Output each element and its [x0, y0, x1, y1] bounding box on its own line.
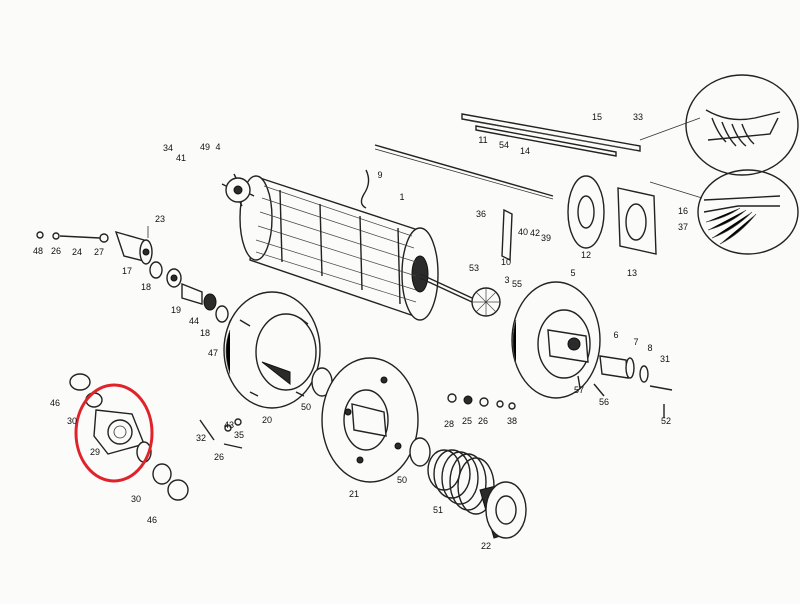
part-label-p11: 11 — [478, 135, 487, 145]
part-label-p13: 13 — [627, 268, 637, 278]
part-label-p40: 40 — [518, 227, 528, 237]
chain-plate-13 — [617, 187, 657, 255]
part-label-p41: 41 — [176, 153, 186, 163]
part-label-p23: 23 — [155, 214, 165, 224]
part-label-p44: 44 — [189, 316, 199, 326]
part-label-p16: 16 — [678, 206, 688, 216]
gear-small — [221, 173, 255, 207]
lower-bolts — [199, 418, 243, 449]
part-label-p19: 19 — [171, 305, 181, 315]
chain-plate-12 — [567, 175, 605, 249]
part-label-p38: 38 — [507, 416, 517, 426]
part-label-p56: 56 — [599, 397, 609, 407]
part-label-p10: 10 — [501, 257, 511, 267]
part-label-p53: 53 — [469, 263, 479, 273]
part-label-p35: 35 — [234, 430, 244, 440]
right-hardware — [577, 355, 673, 418]
part-label-p15: 15 — [592, 112, 602, 122]
part-label-p28: 28 — [444, 419, 454, 429]
part-label-p50a: 50 — [301, 402, 311, 412]
part-label-p57: 57 — [574, 385, 584, 395]
part-label-p29: 29 — [90, 447, 100, 457]
ring-50b — [409, 437, 431, 467]
part-label-p26a: 26 — [51, 246, 61, 256]
ring-46b — [167, 479, 189, 501]
part-label-p55: 55 — [512, 279, 522, 289]
part-label-p49: 49 — [200, 142, 210, 152]
detail-callout-top — [639, 74, 799, 176]
part-label-p12: 12 — [581, 250, 591, 260]
part-label-p26c: 26 — [214, 452, 224, 462]
ring-30a — [85, 392, 103, 408]
part-label-p27: 27 — [94, 247, 104, 257]
part-label-p6: 6 — [613, 330, 618, 340]
part-label-p30b: 30 — [131, 494, 141, 504]
spring-51 — [427, 449, 495, 515]
pulley-disc-5 — [511, 281, 601, 399]
part-label-p43: 43 — [224, 420, 234, 430]
part-label-p32: 32 — [196, 433, 206, 443]
highlight-circle — [74, 383, 154, 483]
part-label-p39: 39 — [541, 233, 551, 243]
part-label-p18a: 18 — [141, 282, 151, 292]
part-label-p21: 21 — [349, 489, 359, 499]
part-label-p50b: 50 — [397, 475, 407, 485]
part-label-p9: 9 — [377, 170, 382, 180]
part-label-p20: 20 — [262, 415, 272, 425]
flange-29 — [93, 409, 152, 463]
part-label-p37: 37 — [678, 222, 688, 232]
rack-10 — [501, 208, 513, 262]
part-label-p42: 42 — [530, 228, 540, 238]
part-label-p4: 4 — [215, 142, 220, 152]
part-label-p30a: 30 — [67, 416, 77, 426]
strip-14 — [475, 125, 617, 157]
part-label-p51: 51 — [433, 505, 443, 515]
fan-3 — [471, 287, 501, 317]
part-label-p31: 31 — [660, 354, 670, 364]
part-label-p14: 14 — [520, 146, 530, 156]
part-label-p34: 34 — [163, 143, 173, 153]
part-label-p47: 47 — [208, 348, 218, 358]
part-label-p1: 1 — [399, 192, 404, 202]
pulley-disc-20 — [223, 291, 321, 409]
part-label-p5: 5 — [570, 268, 575, 278]
part-label-p33: 33 — [633, 112, 643, 122]
part-label-p25: 25 — [462, 416, 472, 426]
pulley-disc-21 — [321, 357, 419, 483]
part-label-p18b: 18 — [200, 328, 210, 338]
part-label-p22: 22 — [481, 541, 491, 551]
part-label-p26b: 26 — [478, 416, 488, 426]
ring-46a — [69, 373, 91, 391]
part-label-p54: 54 — [499, 140, 509, 150]
part-label-p48: 48 — [33, 246, 43, 256]
spring-9 — [360, 169, 370, 209]
part-label-p52: 52 — [661, 416, 671, 426]
rod-11 — [374, 144, 554, 197]
small-parts-row — [447, 393, 516, 410]
part-label-p3: 3 — [504, 275, 509, 285]
part-label-p46a: 46 — [50, 398, 60, 408]
strip-15 — [461, 113, 641, 152]
drum-22 — [479, 481, 527, 539]
part-label-p24: 24 — [72, 247, 82, 257]
detail-callout-bottom — [649, 169, 799, 255]
part-label-p46b: 46 — [147, 515, 157, 525]
part-label-p36: 36 — [476, 209, 486, 219]
part-labels: 1345678910111213141516171818192021222324… — [33, 112, 688, 551]
left-shaft-assembly — [36, 226, 153, 265]
part-label-p7: 7 — [633, 337, 638, 347]
part-label-p8: 8 — [647, 343, 652, 353]
part-label-p17: 17 — [122, 266, 132, 276]
ring-30b — [152, 463, 172, 485]
